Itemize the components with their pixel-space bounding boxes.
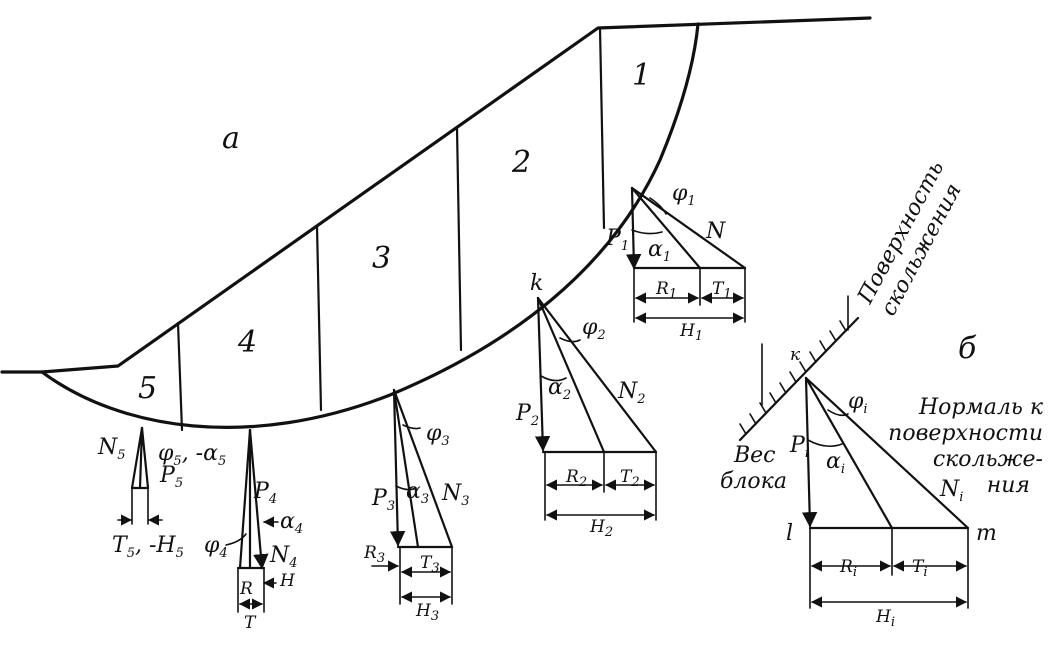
- force-Ti-label: Ti: [912, 557, 928, 580]
- svg-text:φ4: φ4: [204, 533, 228, 561]
- point-m-label: m: [976, 521, 997, 546]
- force-Ni-label: Ni: [939, 477, 963, 505]
- slope-geometry: [0, 16, 872, 432]
- svg-text:α2: α2: [548, 375, 571, 403]
- svg-text:P5: P5: [159, 463, 183, 491]
- force-triangle-5: N5 φ5, -α5 P5 T5, -H5: [97, 426, 226, 561]
- slice-divider-1-2: [598, 26, 606, 230]
- svg-text:T: T: [244, 613, 257, 633]
- svg-text:T5, -H5: T5, -H5: [112, 533, 184, 561]
- slip-surface-line: [738, 316, 860, 442]
- svg-text:H1: H1: [679, 321, 703, 344]
- block-3-label: 3: [372, 241, 391, 276]
- ground-surface: [0, 16, 872, 374]
- svg-text:R2: R2: [565, 467, 587, 490]
- slice-divider-4-5: [176, 321, 184, 432]
- block-5-label: 5: [138, 371, 157, 406]
- svg-text:φ5, -α5: φ5, -α5: [158, 441, 226, 469]
- svg-text:T3: T3: [420, 553, 440, 576]
- svg-text:P4: P4: [253, 479, 277, 507]
- point-l-label: l: [786, 521, 793, 546]
- panel-a-label: а: [222, 121, 240, 156]
- force-triangle-2: P2 α2 φ2 N2 R2 T2 H2: [515, 296, 658, 540]
- svg-text:H3: H3: [415, 601, 439, 624]
- svg-text:P3: P3: [371, 486, 395, 514]
- svg-text:α3: α3: [406, 479, 429, 507]
- svg-text:T1: T1: [712, 279, 732, 302]
- svg-text:φ1: φ1: [672, 181, 696, 209]
- caption-surface: Поверхность скольжения: [853, 151, 976, 321]
- block-1-label: 1: [632, 58, 651, 93]
- force-triangle-3: P3 α3 φ3 N3 R3 T3 H3: [363, 388, 470, 624]
- svg-text:φ2: φ2: [582, 315, 606, 343]
- svg-text:R3: R3: [363, 543, 385, 566]
- svg-text:φ3: φ3: [426, 421, 450, 449]
- point-k-label: k: [530, 271, 543, 296]
- panel-b-label: б: [958, 331, 977, 366]
- slip-circle-arc: [40, 22, 700, 429]
- force-phii-label: φi: [848, 389, 868, 417]
- panel-b-generic-triangle: [738, 295, 970, 609]
- svg-text:P2: P2: [515, 401, 539, 429]
- svg-text:R1: R1: [655, 279, 677, 302]
- svg-text:N2: N2: [617, 379, 646, 407]
- force-Pi-label: Pi: [789, 433, 809, 461]
- svg-text:N3: N3: [441, 481, 470, 509]
- force-Ri-label: Ri: [839, 557, 857, 580]
- slip-surface-hatching: [739, 320, 847, 435]
- force-Hi-label: Hi: [875, 607, 895, 630]
- svg-text:N: N: [705, 219, 726, 244]
- svg-text:N5: N5: [97, 435, 126, 463]
- svg-text:α4: α4: [280, 509, 303, 537]
- svg-text:N4: N4: [269, 543, 298, 571]
- caption-normal: Нормаль к поверхности скольже- ния: [888, 395, 1050, 498]
- svg-text:H: H: [279, 571, 296, 591]
- svg-text:T2: T2: [620, 467, 640, 490]
- slice-divider-2-3: [455, 126, 463, 352]
- svg-text:R: R: [239, 579, 253, 599]
- svg-text:H2: H2: [589, 517, 613, 540]
- force-alphai-label: αi: [826, 449, 845, 477]
- force-triangle-1: P1 α1 φ1 N R1 T1 H1: [605, 181, 747, 344]
- svg-text:P1: P1: [605, 226, 629, 254]
- slice-divider-3-4: [315, 224, 323, 412]
- block-4-label: 4: [237, 325, 257, 360]
- force-triangle-4: P4 α4 φ4 N4 R H T: [204, 428, 303, 633]
- caption-weight: Вес блока: [720, 443, 787, 494]
- block-2-label: 2: [511, 145, 531, 180]
- point-k-b-label: к: [790, 345, 801, 365]
- svg-text:α1: α1: [648, 237, 671, 265]
